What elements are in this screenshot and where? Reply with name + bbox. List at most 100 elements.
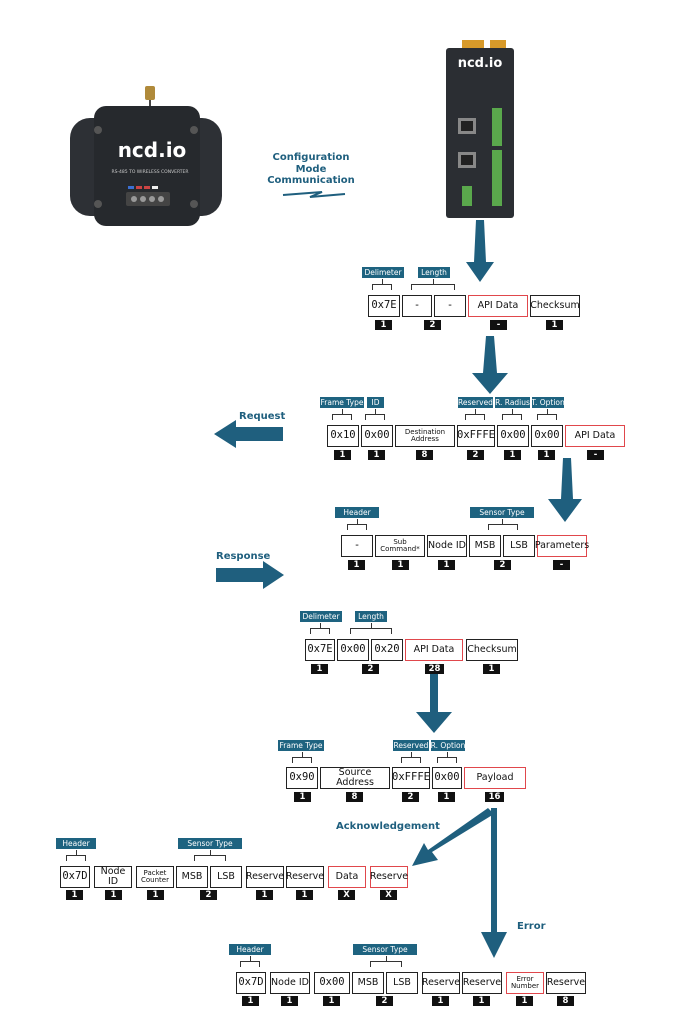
arrow-down-2 <box>472 336 508 394</box>
cell-reserve-5: Reserve <box>462 972 502 994</box>
response-arrow <box>216 561 284 589</box>
arrow-down-1 <box>466 220 494 282</box>
num-api-data: - <box>490 320 507 330</box>
num-delimiter-2: 1 <box>311 664 328 674</box>
arrow-down-3 <box>548 458 582 522</box>
num-checksum-2: 1 <box>483 664 500 674</box>
cell-frame-type: 0x10 <box>327 425 359 447</box>
error-arrow <box>481 808 507 958</box>
tag-header: Header <box>335 507 379 518</box>
cell-id: 0x00 <box>361 425 393 447</box>
num-id: 1 <box>368 450 385 460</box>
cell-msb: MSB <box>469 535 501 557</box>
cell-source-address: Source Address <box>320 767 390 789</box>
num-reserve-4: 1 <box>432 996 449 1006</box>
cell-packet-counter: Packet Counter <box>136 866 174 888</box>
num-header: 1 <box>348 560 365 570</box>
num-header-2: 1 <box>66 890 83 900</box>
tag-header-2: Header <box>56 838 96 849</box>
num-reserved: 2 <box>467 450 484 460</box>
num-error-id: 1 <box>323 996 340 1006</box>
tag-header-3: Header <box>229 944 271 955</box>
wireless-link-bolt <box>282 191 346 198</box>
num-reserve-3: X <box>380 890 397 900</box>
num-checksum: 1 <box>546 320 563 330</box>
cell-reserve-4: Reserve <box>422 972 460 994</box>
sensor-device-image <box>70 86 222 226</box>
num-length: 2 <box>424 320 441 330</box>
num-sensor-type: 2 <box>494 560 511 570</box>
cell-reserve-6: Reserve <box>546 972 586 994</box>
num-data: X <box>338 890 355 900</box>
cell-reserve-2: Reserve <box>286 866 324 888</box>
tag-delimiter: Delimeter <box>362 267 404 278</box>
request-heading: Request <box>239 411 286 422</box>
num-node-id-2: 1 <box>105 890 122 900</box>
cell-reserved: 0xFFFE <box>457 425 495 447</box>
cell-error-number: Error Number <box>506 972 544 994</box>
num-reserved-2: 2 <box>402 792 419 802</box>
num-sub-command: 1 <box>392 560 409 570</box>
cell-api-data: API Data <box>468 295 528 317</box>
tag-id: ID <box>367 397 384 408</box>
tag-length: Length <box>418 267 450 278</box>
cell-reserve-1: Reserve <box>246 866 284 888</box>
num-source-address: 8 <box>346 792 363 802</box>
cell-msb-2: MSB <box>176 866 208 888</box>
cell-r-radius: 0x00 <box>497 425 529 447</box>
cell-node-id-2: Node ID <box>94 866 132 888</box>
tag-sensor-type-2: Sensor Type <box>178 838 242 849</box>
cell-length-msb-2: 0x00 <box>337 639 369 661</box>
num-frame-type-2: 1 <box>294 792 311 802</box>
tag-sensor-type: Sensor Type <box>470 507 534 518</box>
cell-reserved-2: 0xFFFE <box>392 767 430 789</box>
num-node-id-3: 1 <box>281 996 298 1006</box>
cell-error-id: 0x00 <box>314 972 350 994</box>
num-payload: 16 <box>485 792 504 802</box>
tag-length-2: Length <box>355 611 387 622</box>
tag-reserved-2: Reserved <box>393 740 429 751</box>
num-api-data-2: - <box>587 450 604 460</box>
tag-delimiter-2: Delimeter <box>300 611 342 622</box>
cell-node-id-3: Node ID <box>270 972 310 994</box>
cell-lsb: LSB <box>503 535 535 557</box>
tag-r-radius: R. Radius <box>495 397 530 408</box>
cell-reserve-3: Reserve <box>370 866 408 888</box>
cell-destination-address: Destination Address <box>395 425 455 447</box>
num-reserve-5: 1 <box>473 996 490 1006</box>
tag-frame-type-2: Frame Type <box>278 740 324 751</box>
cell-node-id: Node ID <box>427 535 467 557</box>
num-r-radius: 1 <box>504 450 521 460</box>
cell-api-data-2: API Data <box>565 425 625 447</box>
num-header-3: 1 <box>242 996 259 1006</box>
cell-payload: Payload <box>464 767 526 789</box>
num-t-option: 1 <box>538 450 555 460</box>
ack-heading: Acknowledgement <box>336 821 440 832</box>
cell-length-msb: - <box>402 295 432 317</box>
cell-frame-type-2: 0x90 <box>286 767 318 789</box>
cell-r-option: 0x00 <box>432 767 462 789</box>
cell-checksum: Checksum <box>530 295 580 317</box>
num-error-number: 1 <box>516 996 533 1006</box>
tag-sensor-type-3: Sensor Type <box>353 944 417 955</box>
gateway-device-image <box>446 40 514 218</box>
request-arrow <box>214 420 283 448</box>
ack-arrow <box>412 808 494 866</box>
tag-reserved: Reserved <box>458 397 493 408</box>
num-reserve-2: 1 <box>296 890 313 900</box>
num-node-id: 1 <box>438 560 455 570</box>
num-delimiter: 1 <box>375 320 392 330</box>
cell-header: - <box>341 535 373 557</box>
cell-msb-3: MSB <box>352 972 384 994</box>
cell-sub-command: Sub Command* <box>375 535 425 557</box>
response-heading: Response <box>216 551 271 562</box>
cell-parameters: Parameters <box>535 535 589 557</box>
cell-api-data-3: API Data <box>405 639 463 661</box>
cell-header-3: 0x7D <box>236 972 266 994</box>
cell-delimiter: 0x7E <box>368 295 400 317</box>
sensor-brand-logo: ncd.io <box>117 138 187 162</box>
num-packet-counter: 1 <box>147 890 164 900</box>
tag-r-option: R. Option <box>430 740 466 751</box>
tag-t-option: T. Option <box>531 397 565 408</box>
